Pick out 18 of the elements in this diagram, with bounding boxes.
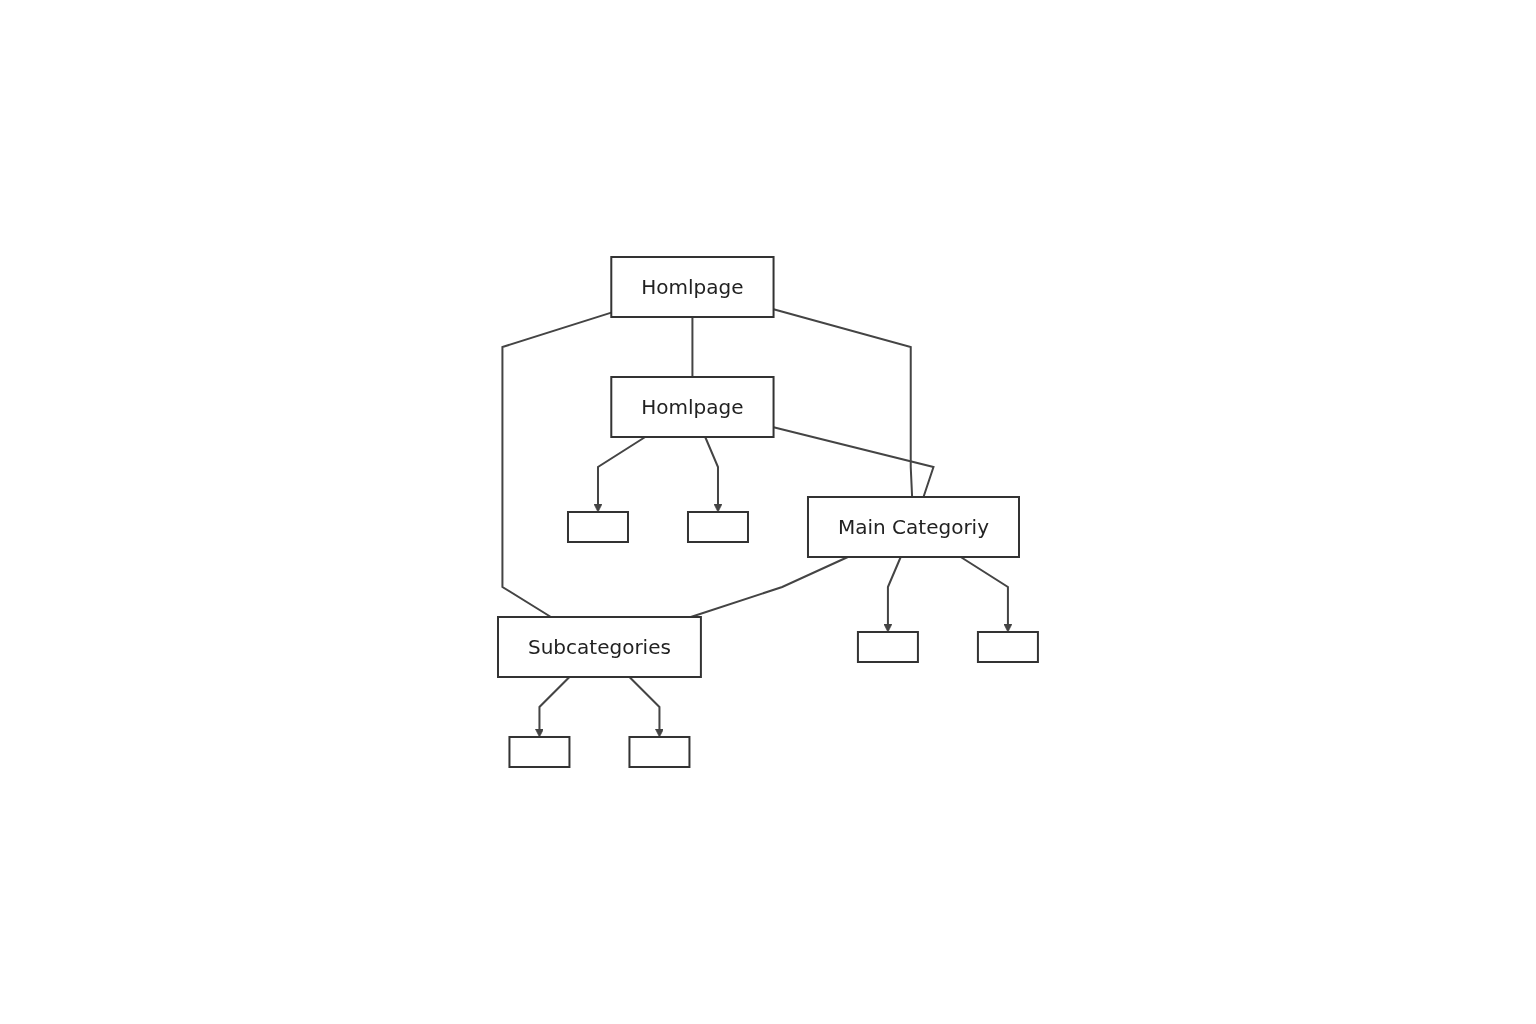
node-box — [567, 511, 629, 543]
node-box: Homlpage — [610, 256, 775, 318]
arrow — [883, 556, 902, 633]
connector — [689, 556, 849, 618]
arrow — [704, 436, 723, 513]
node-box — [508, 736, 571, 768]
arrow — [593, 436, 647, 513]
node-box — [976, 631, 1039, 663]
node-box: Homlpage — [610, 376, 775, 438]
node-box: Main Categoriy — [807, 496, 1021, 558]
node-box — [687, 511, 749, 543]
arrow — [628, 676, 664, 738]
connector — [691, 316, 694, 378]
arrow — [959, 556, 1013, 633]
node-box: Subcategories — [497, 616, 702, 678]
node-box — [856, 631, 919, 663]
node-box — [628, 736, 691, 768]
arrow — [535, 676, 571, 738]
